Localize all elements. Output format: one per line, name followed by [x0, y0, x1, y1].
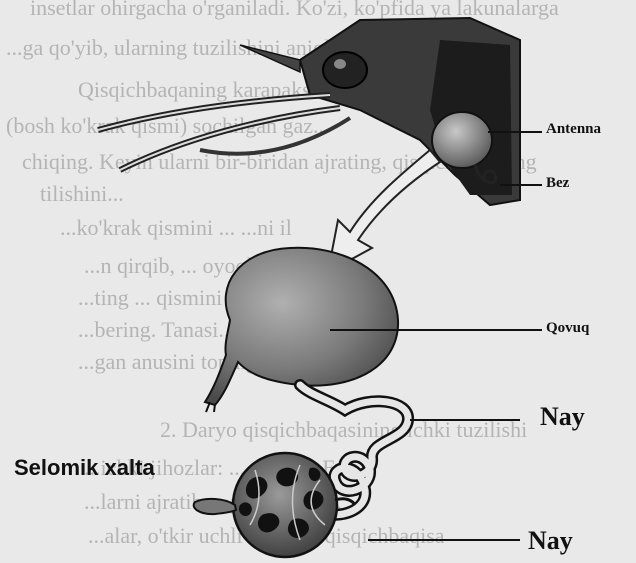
label-qovuq: Qovuq	[546, 320, 589, 337]
eye	[323, 52, 367, 88]
coelomic-sac	[194, 453, 355, 557]
rostrum	[240, 45, 300, 72]
crayfish-head	[98, 18, 520, 205]
label-nay-bottom: Nay	[528, 526, 573, 556]
eye-highlight	[334, 59, 346, 69]
label-nay-top: Nay	[540, 402, 585, 432]
arrow	[328, 150, 440, 272]
sac-stalk	[194, 499, 236, 514]
label-bez: Bez	[546, 175, 569, 192]
label-selomik-xalta: Selomik xalta	[14, 455, 155, 481]
label-antenna: Antenna	[546, 121, 601, 138]
antennule	[200, 118, 350, 154]
antennal-gland	[432, 112, 492, 168]
